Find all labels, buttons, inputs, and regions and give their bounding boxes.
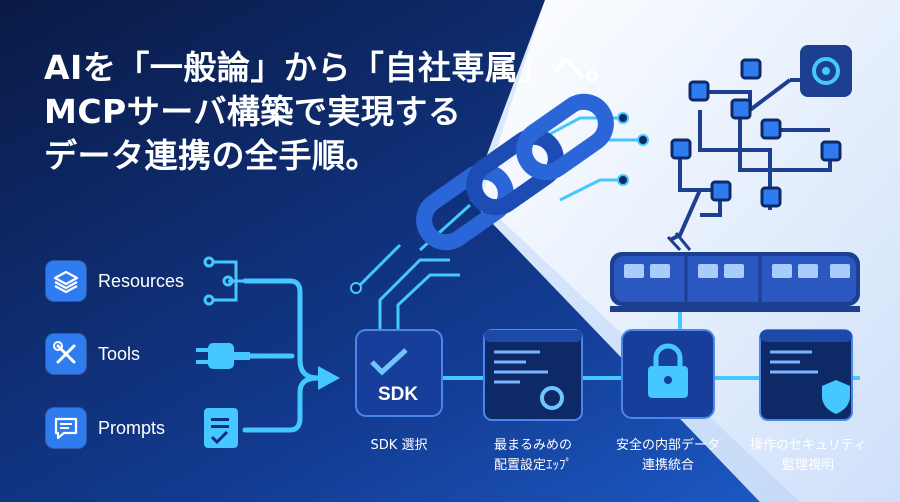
chain-link-graphic xyxy=(416,93,614,251)
step-box-shield xyxy=(759,329,853,421)
document-check-icon xyxy=(204,408,238,448)
sdk-badge-text: SDK xyxy=(377,384,419,405)
step-label-sdk: SDK 選択 xyxy=(324,436,474,456)
headline-line-3: データ連携の全手順。 xyxy=(44,136,379,175)
step-label-security: 操作のセキュリティ 監理視明 xyxy=(733,436,883,476)
step-box-code xyxy=(483,329,583,421)
gear-box-icon xyxy=(800,45,852,97)
wrench-screwdriver-icon xyxy=(46,334,86,374)
chat-bubble-icon xyxy=(46,408,86,448)
step-label-integration: 安全の内部データ 連携統合 xyxy=(593,436,743,476)
plug-icon xyxy=(196,343,250,369)
step-label-integration-line-2: 連携統合 xyxy=(641,458,694,473)
stack-layers-icon xyxy=(46,261,86,301)
feature-label-tools: Tools xyxy=(98,344,141,364)
flow-arrowhead xyxy=(318,366,340,390)
headline-line-1: AIを「一般論」から「自社専属」へ。 xyxy=(44,48,619,87)
step-box-sdk xyxy=(355,329,443,417)
headline: AIを「一般論」から「自社専属」へ。 MCPサーバ構築で実現する データ連携の全… xyxy=(44,46,619,178)
step-label-config-line-2: 配置設定ｴｯﾌﾟ xyxy=(493,458,572,473)
step-label-config-line-1: 最まるみめの xyxy=(493,438,572,453)
step-label-security-line-1: 操作のセキュリティ xyxy=(749,438,867,453)
step-label-security-line-2: 監理視明 xyxy=(781,458,834,473)
train-graphic xyxy=(610,232,860,312)
step-label-integration-line-1: 安全の内部データ xyxy=(615,438,720,453)
feature-label-prompts: Prompts xyxy=(98,418,166,438)
step-label-config: 最まるみめの 配置設定ｴｯﾌﾟ xyxy=(458,436,608,476)
feature-label-resources: Resources xyxy=(98,271,185,291)
step-label-sdk-line-1: SDK 選択 xyxy=(370,438,428,453)
headline-line-2: MCPサーバ構築で実現する xyxy=(44,92,462,131)
step-box-lock xyxy=(621,329,715,419)
